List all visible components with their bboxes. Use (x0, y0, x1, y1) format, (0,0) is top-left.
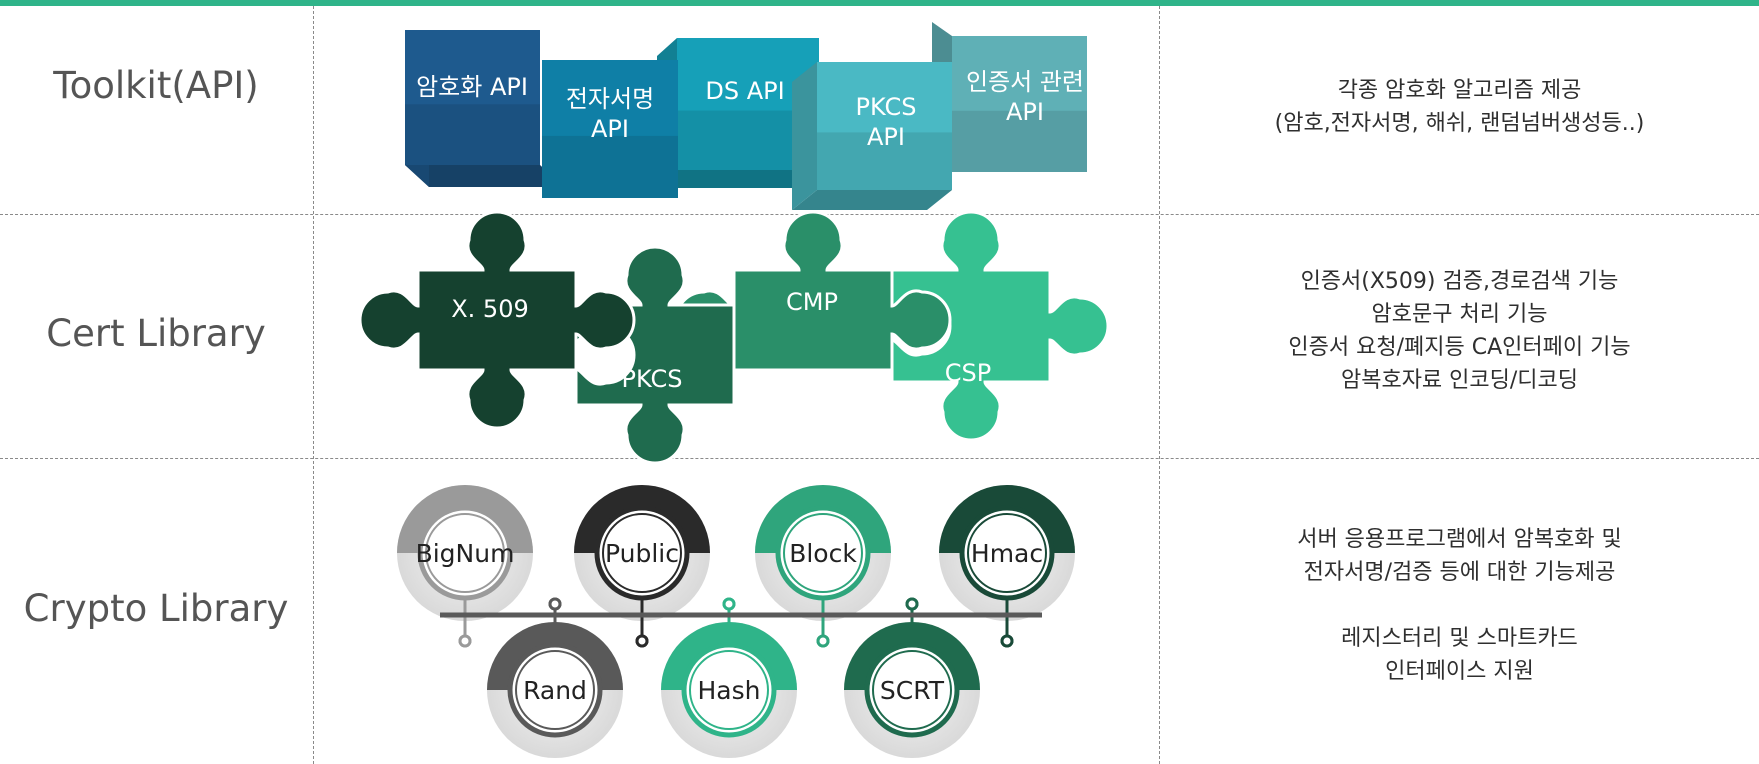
description-line: (암호,전자서명, 해쉬, 랜덤넘버생성등..) (1274, 111, 1645, 136)
module-label: Hash (698, 676, 761, 705)
module-label: Block (789, 539, 857, 568)
api-block-side (657, 170, 819, 188)
api-block-label: API (591, 115, 629, 143)
module-pin (816, 634, 830, 648)
crypto-module: BigNum (397, 485, 533, 648)
api-block-side (792, 190, 952, 210)
api-block-label: PKCS (856, 93, 917, 121)
module-badge-inner (689, 650, 769, 730)
api-block-shade (817, 132, 952, 190)
column-divider (313, 6, 314, 764)
puzzle-piece-label: CMP (786, 288, 838, 316)
api-block-shade (405, 104, 540, 165)
row-label-toolkit: Toolkit(API) (53, 64, 259, 107)
cert-description: 인증서(X509) 검증,경로검색 기능 암호문구 처리 기능 인증서 요청/폐… (1160, 265, 1759, 397)
module-pin (1000, 634, 1014, 648)
api-block-label: 전자서명 (566, 85, 654, 113)
module-badge-inner (783, 513, 863, 593)
description-line: 암호문구 처리 기능 (1371, 302, 1548, 327)
puzzle-piece (358, 210, 636, 430)
module-badge-inner (602, 513, 682, 593)
crypto-description: 서버 응용프로그램에서 암복호화 및 전자서명/검증 등에 대한 기능제공 레지… (1160, 523, 1759, 688)
puzzle-piece-shape (890, 210, 1110, 442)
module-badge-inner (872, 650, 952, 730)
api-block-label: 인증서 관련 (966, 68, 1084, 96)
module-label: Hmac (971, 539, 1043, 568)
module-pin (905, 597, 919, 611)
module-label: BigNum (416, 539, 515, 568)
description-line: 인터페이스 지원 (1385, 659, 1534, 684)
puzzle-piece-shape (574, 245, 736, 465)
row-divider (0, 214, 1759, 215)
description-line: 레지스터리 및 스마트카드 (1341, 626, 1578, 651)
toolkit-description: 각종 암호화 알고리즘 제공 (암호,전자서명, 해쉬, 랜덤넘버생성등..) (1160, 74, 1759, 140)
description-line: 전자서명/검증 등에 대한 기능제공 (1303, 560, 1616, 585)
api-block-side (405, 165, 564, 187)
description-line: 암복호자료 인코딩/디코딩 (1340, 368, 1579, 393)
crypto-module: Rand (487, 597, 623, 758)
puzzle-piece (574, 245, 736, 465)
crypto-module: Public (574, 485, 710, 648)
description-line: 각종 암호화 알고리즘 제공 (1337, 78, 1582, 103)
puzzle-piece (890, 210, 1110, 442)
crypto-module: Hmac (939, 485, 1075, 648)
module-badge-inner (425, 513, 505, 593)
api-block-label: API (867, 123, 905, 151)
description-line: 인증서 요청/폐지등 CA인터페이 기능 (1288, 335, 1631, 360)
puzzle-piece-shape (358, 210, 636, 430)
module-badge-inner (967, 513, 1047, 593)
module-pin (548, 597, 562, 611)
api-block-label: API (1006, 98, 1044, 126)
api-block: 암호화 API (405, 30, 564, 187)
row-divider (0, 458, 1759, 459)
api-block-shade (542, 135, 678, 198)
module-pin (722, 597, 736, 611)
column-divider (1159, 6, 1160, 764)
module-badge-inner (515, 650, 595, 730)
puzzle-piece-label: X. 509 (451, 295, 529, 323)
module-pin (458, 634, 472, 648)
puzzle-piece-label: PKCS (622, 365, 683, 393)
crypto-module: SCRT (844, 597, 980, 758)
api-block-shade (952, 110, 1087, 172)
api-block-label: 암호화 API (416, 73, 528, 101)
top-accent-bar (0, 0, 1759, 6)
crypto-module: Block (755, 485, 891, 648)
row-label-crypto: Crypto Library (23, 587, 289, 630)
description-line: 인증서(X509) 검증,경로검색 기능 (1300, 269, 1619, 294)
module-label: Public (605, 539, 679, 568)
api-block-label: DS API (705, 77, 784, 105)
api-block-side (792, 62, 817, 210)
description-line: 서버 응용프로그램에서 암복호화 및 (1297, 527, 1622, 552)
row-label-cert: Cert Library (46, 312, 266, 355)
module-pin (635, 634, 649, 648)
puzzle-piece-label: CSP (945, 359, 991, 387)
module-label: SCRT (880, 676, 945, 705)
module-label: Rand (523, 676, 587, 705)
crypto-module: Hash (661, 597, 797, 758)
